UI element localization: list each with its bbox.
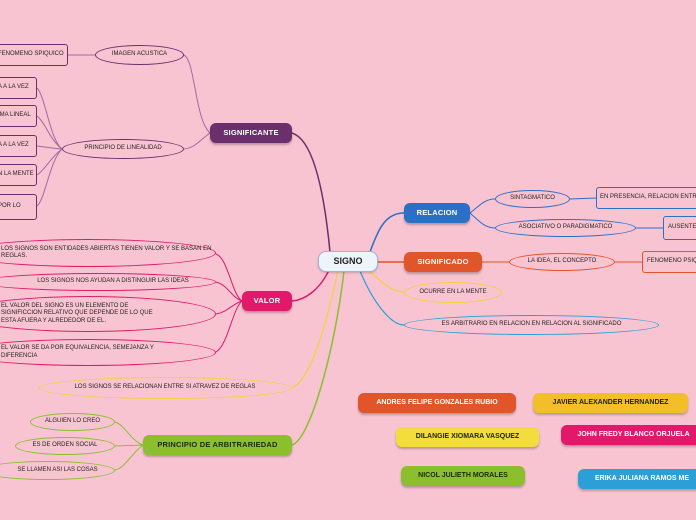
link-root-valor	[291, 267, 331, 302]
significado-arbitrario[interactable]: ES ARBITRARIO EN RELACION EN RELACION AL…	[404, 315, 659, 335]
link-significante-linealidad	[183, 132, 211, 150]
arbitrariedad-item-2[interactable]: ES DE ORDEN SOCIAL	[15, 437, 115, 455]
valor-item-4[interactable]: EL VALOR SE DA POR EQUIVALENCIA, SEMEJAN…	[0, 339, 216, 366]
branch-arbitrariedad[interactable]: PRINCIPIO DE ARBITRARIEDAD	[143, 435, 292, 455]
significante-fenomeno[interactable]: FENOMENO SPIQUICO	[0, 44, 68, 66]
link-root-arbitrariedad	[291, 270, 345, 446]
name-andres[interactable]: ANDRES FELIPE GONZALES RUBIO	[358, 393, 516, 413]
relacion-asociativo-detail[interactable]: AUSENTE,	[663, 216, 696, 240]
name-erika[interactable]: ERIKA JULIANA RAMOS ME	[578, 469, 696, 489]
link-root-mente	[367, 269, 405, 293]
link-root-relacion	[369, 212, 405, 253]
branch-relacion[interactable]: RELACION	[404, 203, 470, 223]
name-dilangie[interactable]: DILANGIE XIOMARA VASQUEZ	[396, 427, 539, 447]
significante-item-4[interactable]: N LA MENTE	[0, 164, 37, 186]
arbitrariedad-item-1[interactable]: ALGUIEN LO CREO	[30, 413, 115, 431]
branch-valor[interactable]: VALOR	[242, 291, 292, 311]
significante-linealidad[interactable]: PRINCIPIO DE LINEALIDAD	[62, 139, 184, 159]
reglas-node[interactable]: LOS SIGNOS SE RELACIONAN ENTRE SI ATRAVE…	[38, 377, 292, 399]
significado-idea[interactable]: LA IDEA, EL CONCEPTO	[509, 253, 615, 271]
link-root-arbitrario	[359, 270, 405, 326]
significado-mente[interactable]: OCURRE EN LA MENTE	[404, 282, 502, 303]
significante-item-3[interactable]: A A LA VEZ	[0, 135, 37, 157]
branch-significante[interactable]: SIGNIFICANTE	[210, 123, 292, 143]
name-john[interactable]: JOHN FREDY BLANCO ORJUELA	[561, 425, 696, 445]
name-nicol[interactable]: NICOL JULIETH MORALES	[401, 466, 525, 486]
significante-item-5[interactable]: POR LO	[0, 194, 37, 220]
significante-item-2[interactable]: IMA LINEAL	[0, 105, 37, 127]
valor-item-3[interactable]: EL VALOR DEL SIGNO ES UN ELEMENTO DE SIG…	[0, 296, 216, 332]
valor-item-2[interactable]: LOS SIGNOS NOS AYUDAN A DISTINGUIR LAS I…	[0, 273, 216, 291]
link-significante-imagen	[183, 54, 211, 134]
significante-item-1[interactable]: A A LA VEZ	[0, 77, 37, 99]
relacion-sintagmatico-detail[interactable]: EN PRESENCIA, RELACION ENTRE	[596, 187, 696, 209]
relacion-sintagmatico[interactable]: SINTAGMATICO	[495, 190, 570, 208]
branch-significado[interactable]: SIGNIFICADO	[404, 252, 482, 272]
significante-imagen[interactable]: IMAGEN ACUSTICA	[95, 45, 184, 65]
arbitrariedad-item-3[interactable]: SE LLAMEN ASI LAS COSAS	[0, 461, 115, 480]
name-javier[interactable]: JAVIER ALEXANDER HERNANDEZ	[533, 393, 688, 413]
link-root-reglas	[291, 270, 339, 389]
valor-item-1[interactable]: LOS SIGNOS SON ENTIDADES ABIERTAS TIENEN…	[0, 239, 216, 267]
relacion-asociativo[interactable]: ASOCIATIVO O PARADIGMATICO	[495, 219, 636, 237]
root-node[interactable]: SIGNO	[318, 251, 378, 272]
link-root-significante	[291, 132, 331, 253]
significado-fenomeno[interactable]: FENOMENO PSIQ	[642, 251, 696, 273]
